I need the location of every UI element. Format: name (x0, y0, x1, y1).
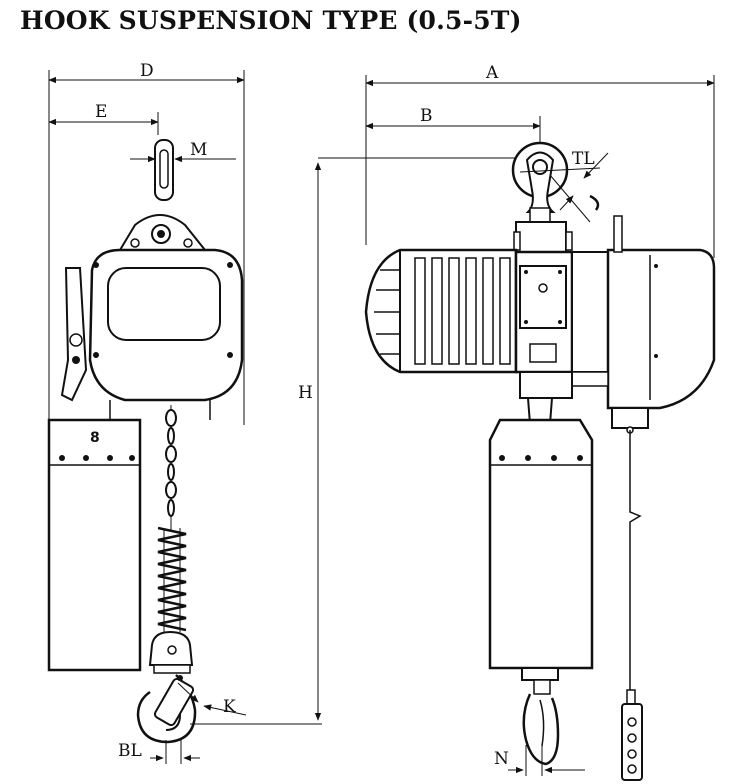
dimension-b: B (365, 106, 541, 145)
dimension-a: A (365, 63, 715, 258)
side-view: D E M (47, 61, 247, 764)
label-bl: BL (118, 741, 142, 761)
dimension-h: H (190, 157, 530, 725)
dimension-m: M (130, 140, 236, 163)
chain-spring (157, 526, 187, 632)
front-top-hook (511, 141, 569, 223)
front-frame (513, 221, 573, 253)
label-d: D (140, 61, 154, 81)
side-lever (60, 267, 88, 402)
front-motor (364, 248, 518, 374)
label-k: K (223, 697, 236, 717)
front-chain-bucket (488, 418, 594, 670)
pendant-controller (621, 689, 643, 781)
label-n: N (494, 749, 509, 769)
dimension-e: E (48, 102, 159, 135)
top-hook (154, 139, 174, 201)
front-bottom-hook (521, 667, 560, 766)
dimension-tl: TL (519, 149, 609, 223)
label-e: E (95, 102, 107, 122)
dimension-k: K (177, 682, 247, 717)
upper-bracket (118, 214, 208, 251)
chain-bucket: 8 (47, 418, 142, 672)
dimension-d: D (48, 61, 245, 425)
label-tl: TL (572, 149, 595, 169)
front-gearbox (514, 250, 574, 374)
dimension-bl: BL (118, 740, 200, 764)
bottom-block (148, 630, 194, 674)
pendant-cable (629, 430, 642, 690)
front-control-box (571, 215, 716, 434)
front-view: A B TL (364, 63, 716, 781)
side-housing (88, 248, 244, 420)
weight-plate-number: 8 (90, 430, 100, 446)
load-chain (165, 405, 177, 530)
label-a: A (485, 63, 499, 83)
label-h: H (298, 383, 313, 403)
dimension-n: N (494, 745, 585, 776)
label-b: B (420, 106, 433, 126)
page-title: HOOK SUSPENSION TYPE (0.5-5T) (20, 6, 522, 35)
bottom-hook (136, 674, 197, 744)
label-m: M (190, 140, 207, 160)
